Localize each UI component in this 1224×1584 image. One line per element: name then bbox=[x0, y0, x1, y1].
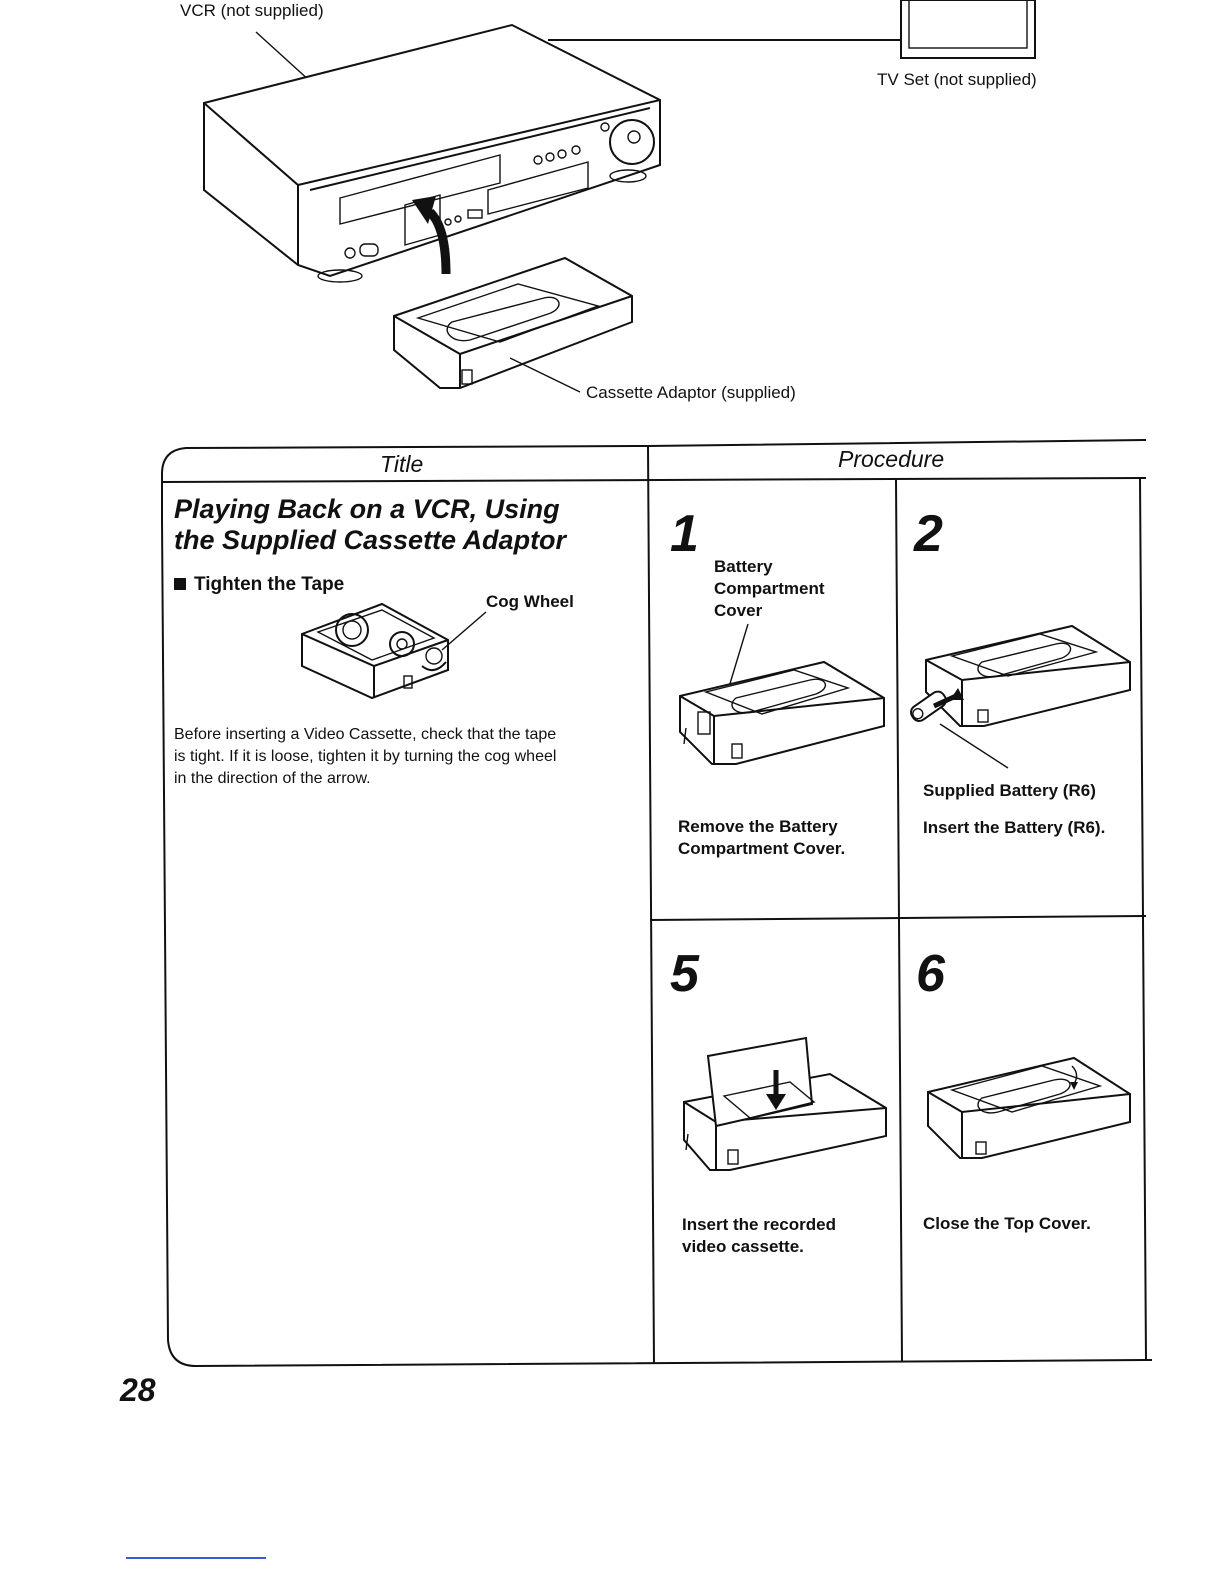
section-title-line1: Playing Back on a VCR, Using bbox=[174, 494, 560, 524]
step-1-adaptor-illustration bbox=[679, 623, 885, 765]
step-6-number: 6 bbox=[916, 945, 945, 1003]
page-number: 28 bbox=[120, 1372, 156, 1408]
section-title-line2: the Supplied Cassette Adaptor bbox=[174, 525, 567, 555]
procedure-column-header: Procedure bbox=[838, 446, 945, 472]
step-1-callout-line3: Cover bbox=[714, 601, 763, 620]
vcr-label: VCR (not supplied) bbox=[180, 1, 324, 20]
cassette-cog-illustration bbox=[301, 602, 487, 700]
bullet-heading-text: Tighten the Tape bbox=[194, 574, 345, 595]
tighten-description-line2: is tight. If it is loose, tighten it by … bbox=[174, 748, 557, 765]
step-1-description-line2: Compartment Cover. bbox=[678, 839, 846, 858]
tighten-description: Before inserting a Video Cassette, check… bbox=[174, 724, 556, 790]
step-5-description-line2: video cassette. bbox=[682, 1237, 804, 1256]
step-1-description-line1: Remove the Battery bbox=[678, 817, 838, 836]
cog-wheel-label: Cog Wheel bbox=[486, 592, 574, 611]
bullet-square-icon bbox=[174, 578, 186, 590]
step-2-description: Insert the Battery (R6). bbox=[923, 818, 1106, 837]
step-1-callout-line1: Battery bbox=[714, 557, 773, 576]
step-5-adaptor-illustration bbox=[683, 1036, 887, 1171]
title-column-header: Title bbox=[380, 451, 424, 477]
tighten-description-line1: Before inserting a Video Cassette, check… bbox=[174, 726, 557, 743]
step-1-number: 1 bbox=[670, 505, 699, 563]
step-2-number: 2 bbox=[914, 505, 943, 563]
step-2-callout: Supplied Battery (R6) bbox=[923, 781, 1096, 800]
step-6-description: Close the Top Cover. bbox=[923, 1214, 1091, 1233]
step-5-description: Insert the recorded video cassette. bbox=[682, 1214, 836, 1258]
footer-rule bbox=[126, 1557, 266, 1559]
step-6-adaptor-illustration bbox=[927, 1056, 1131, 1159]
vcr-tv-illustration bbox=[203, 0, 1036, 393]
section-title: Playing Back on a VCR, Using the Supplie… bbox=[174, 494, 566, 556]
step-5-number: 5 bbox=[670, 945, 699, 1003]
step-2-adaptor-illustration bbox=[910, 624, 1131, 769]
bullet-heading: Tighten the Tape bbox=[174, 574, 344, 596]
adaptor-label: Cassette Adaptor (supplied) bbox=[586, 383, 796, 402]
step-1-callout-line2: Compartment bbox=[714, 579, 825, 598]
step-1-callout: Battery Compartment Cover bbox=[714, 556, 825, 622]
tv-label: TV Set (not supplied) bbox=[877, 70, 1037, 89]
step-5-description-line1: Insert the recorded bbox=[682, 1215, 836, 1234]
tighten-description-line3: in the direction of the arrow. bbox=[174, 770, 371, 787]
step-1-description: Remove the Battery Compartment Cover. bbox=[678, 816, 845, 860]
